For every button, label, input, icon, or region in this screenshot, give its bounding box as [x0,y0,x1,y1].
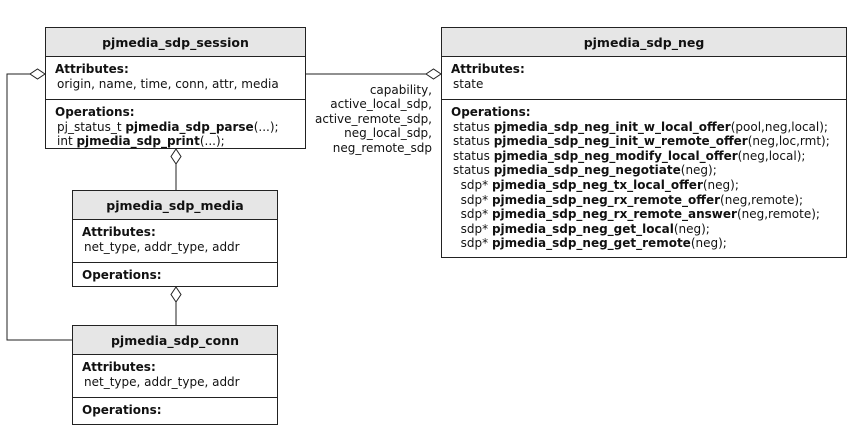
role-label: neg_remote_sdp [332,140,432,155]
class-media-operations: Operations: [73,262,277,287]
class-conn-title: pjmedia_sdp_conn [73,326,277,355]
op-name: pjmedia_sdp_neg_modify_local_offer [493,148,738,163]
op-return-type: status [453,134,494,149]
op-name: pjmedia_sdp_print [76,134,200,149]
op-return-type: pj_status_t [57,119,126,134]
class-session-operations: Operations: pj_status_t pjmedia_sdp_pars… [46,99,305,153]
op-args: (neg); [702,177,739,192]
class-conn-operations: Operations: [73,397,277,422]
class-media: pjmedia_sdp_media Attributes: net_type, … [72,190,278,287]
op-args: (pool,neg,local); [730,119,828,134]
class-neg-operations: Operations: status pjmedia_sdp_neg_init_… [442,99,846,255]
class-media-title: pjmedia_sdp_media [73,191,277,220]
role-label: active_remote_sdp, [315,111,432,126]
op-return-type: sdp* [453,177,492,192]
op-args: (neg); [680,163,717,178]
session-conn-diamond [29,68,46,80]
class-session-attributes: Attributes: origin, name, time, conn, at… [46,57,305,99]
operation-line: sdp* pjmedia_sdp_neg_rx_remote_offer(neg… [451,193,839,208]
operations-label: Operations: [451,105,531,119]
session-media-diamond [170,148,182,165]
operations-label: Operations: [55,105,135,119]
attribute-line: net_type, addr_type, addr [84,239,240,254]
op-args: (neg,remote); [736,207,820,222]
op-args: (...); [253,119,279,134]
operation-line: sdp* pjmedia_sdp_neg_rx_remote_answer(ne… [451,207,839,222]
op-return-type: status [453,119,494,134]
operation-line: sdp* pjmedia_sdp_neg_get_local(neg); [451,222,839,237]
op-return-type: status [453,148,494,163]
op-name: pjmedia_sdp_neg_negotiate [493,163,681,178]
op-name: pjmedia_sdp_neg_init_w_remote_offer [493,134,748,149]
operation-line: status pjmedia_sdp_neg_negotiate(neg); [451,163,839,178]
operation-line: pj_status_t pjmedia_sdp_parse(...); [55,120,298,135]
op-args: (neg,local); [737,148,806,163]
op-return-type: sdp* [453,221,492,236]
role-label: neg_local_sdp, [344,126,432,141]
class-neg-title: pjmedia_sdp_neg [442,28,846,57]
attributes-label: Attributes: [55,62,129,76]
class-neg: pjmedia_sdp_neg Attributes: state Operat… [441,27,847,258]
op-args: (neg); [673,221,710,236]
op-args: (neg); [690,236,727,251]
operations-label: Operations: [82,268,162,282]
op-name: pjmedia_sdp_neg_get_remote [491,236,691,251]
operation-line: status pjmedia_sdp_neg_modify_local_offe… [451,149,839,164]
operations-label: Operations: [82,403,162,417]
op-name: pjmedia_sdp_neg_get_local [491,221,674,236]
op-args: (neg,loc,rmt); [747,134,830,149]
op-return-type: int [57,134,77,149]
op-name: pjmedia_sdp_neg_rx_remote_offer [491,192,721,207]
operation-line: sdp* pjmedia_sdp_neg_get_remote(neg); [451,236,839,251]
attribute-line: net_type, addr_type, addr [84,374,240,389]
association-role-labels: capability, active_local_sdp, active_rem… [315,83,432,155]
media-conn-diamond [170,286,182,303]
role-label: capability, [369,83,432,97]
op-return-type: sdp* [453,207,492,222]
op-return-type: status [453,163,494,178]
op-name: pjmedia_sdp_neg_init_w_local_offer [493,119,731,134]
class-media-attributes: Attributes: net_type, addr_type, addr [73,220,277,262]
session-conn-link [6,73,72,341]
op-args: (neg,remote); [720,192,804,207]
op-return-type: sdp* [453,192,492,207]
op-args: (...); [199,134,225,149]
op-return-type: sdp* [453,236,492,251]
operation-line: int pjmedia_sdp_print(...); [55,134,298,149]
class-conn-attributes: Attributes: net_type, addr_type, addr [73,355,277,397]
op-name: pjmedia_sdp_neg_tx_local_offer [491,177,703,192]
role-label: active_local_sdp, [330,97,432,112]
op-name: pjmedia_sdp_parse [125,119,254,134]
attributes-label: Attributes: [82,225,156,239]
class-session: pjmedia_sdp_session Attributes: origin, … [45,27,306,149]
session-neg-diamond [425,68,442,80]
operation-line: sdp* pjmedia_sdp_neg_tx_local_offer(neg)… [451,178,839,193]
attribute-line: origin, name, time, conn, attr, media [57,76,279,91]
op-name: pjmedia_sdp_neg_rx_remote_answer [491,207,737,222]
attributes-label: Attributes: [451,62,525,76]
operation-line: status pjmedia_sdp_neg_init_w_remote_off… [451,134,839,149]
operation-line: status pjmedia_sdp_neg_init_w_local_offe… [451,120,839,135]
class-conn: pjmedia_sdp_conn Attributes: net_type, a… [72,325,278,425]
class-neg-attributes: Attributes: state [442,57,846,99]
attributes-label: Attributes: [82,360,156,374]
attribute-line: state [453,76,484,91]
class-session-title: pjmedia_sdp_session [46,28,305,57]
